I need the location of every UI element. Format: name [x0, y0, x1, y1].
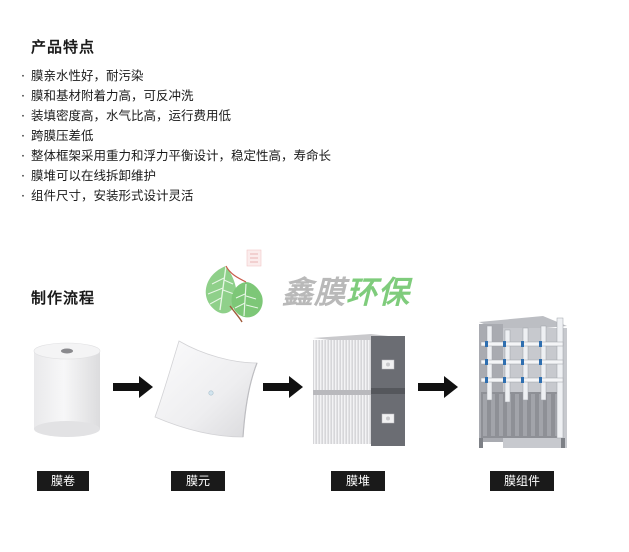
feature-item: ·膜和基材附着力高，可反冲洗	[21, 86, 331, 106]
bullet: ·	[21, 188, 25, 203]
logo-text-grey: 鑫膜	[282, 275, 346, 311]
process-title: 制作流程	[31, 289, 96, 307]
membrane-stack-icon	[313, 334, 405, 446]
features-list: ·膜亲水性好，耐污染 ·膜和基材附着力高，可反冲洗 ·装填密度高，水气比高，运行…	[21, 66, 331, 206]
bullet: ·	[21, 68, 25, 83]
logo-text: 鑫膜环保	[282, 267, 410, 312]
step-label-membrane-roll: 膜卷	[37, 471, 89, 491]
step-label-membrane-sheet: 膜元	[171, 471, 225, 491]
bullet: ·	[21, 128, 25, 143]
logo-text-green: 环保	[346, 275, 410, 311]
feature-item: ·组件尺寸，安装形式设计灵活	[21, 186, 331, 206]
feature-item: ·膜堆可以在线拆卸维护	[21, 166, 331, 186]
leaf-logo-icon	[205, 249, 263, 323]
bullet: ·	[21, 88, 25, 103]
watermark-logo: 鑫膜环保	[196, 248, 446, 328]
feature-item: ·跨膜压差低	[21, 126, 331, 146]
bullet: ·	[21, 148, 25, 163]
step-label-membrane-stack: 膜堆	[331, 471, 385, 491]
step-label-membrane-module: 膜组件	[490, 471, 554, 491]
bullet: ·	[21, 168, 25, 183]
features-title: 产品特点	[31, 38, 96, 56]
arrow-right-icon	[263, 376, 303, 398]
membrane-roll-icon	[33, 342, 101, 437]
feature-item: ·膜亲水性好，耐污染	[21, 66, 331, 86]
membrane-sheet-icon	[154, 340, 258, 438]
arrow-right-icon	[418, 376, 458, 398]
bullet: ·	[21, 108, 25, 123]
membrane-module-icon	[479, 316, 567, 448]
arrow-right-icon	[113, 376, 153, 398]
feature-item: ·整体框架采用重力和浮力平衡设计，稳定性高，寿命长	[21, 146, 331, 166]
feature-item: ·装填密度高，水气比高，运行费用低	[21, 106, 331, 126]
